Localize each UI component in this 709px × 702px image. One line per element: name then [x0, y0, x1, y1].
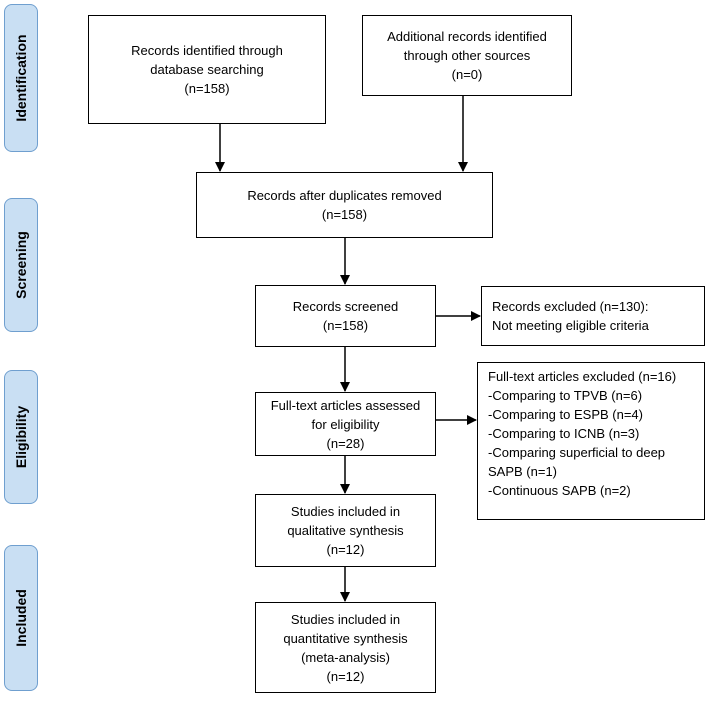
- phase-eligibility: Eligibility: [4, 370, 38, 504]
- box-after-duplicates: Records after duplicates removed (n=158): [196, 172, 493, 238]
- box-database-line-2: database searching: [150, 62, 264, 77]
- box-qualitative-line-2: qualitative synthesis: [287, 523, 404, 538]
- box-database-line-1: Records identified through: [131, 43, 283, 58]
- box-other-sources: Additional records identified through ot…: [362, 15, 572, 96]
- box-screened-line-1: Records screened: [292, 299, 399, 314]
- box-qualitative-line-3: (n=12): [326, 542, 365, 557]
- box-other-line-2: through other sources: [403, 48, 531, 63]
- box-ftexcluded-line-2: -Comparing to TPVB (n=6): [488, 388, 643, 403]
- box-ftexcluded-line-3: -Comparing to ESPB (n=4): [488, 407, 643, 422]
- box-other-line-1: Additional records identified: [387, 29, 547, 44]
- box-excluded-line-2: Not meeting eligible criteria: [492, 318, 649, 333]
- box-full-text-excluded: Full-text articles excluded (n=16) -Comp…: [477, 362, 705, 520]
- box-database-line-3: (n=158): [184, 81, 230, 96]
- phase-included: Included: [4, 545, 38, 691]
- box-ftexcluded-line-5: -Comparing superficial to deep: [488, 445, 666, 460]
- box-screened-line-2: (n=158): [322, 318, 369, 333]
- box-quantitative-synthesis: Studies included in quantitative synthes…: [255, 602, 436, 693]
- box-quantitative-line-3: (meta-analysis): [301, 649, 390, 665]
- box-quantitative-line-2: quantitative synthesis: [283, 630, 408, 646]
- box-fulltext-line-1: Full-text articles assessed: [270, 397, 421, 413]
- box-fulltext-line-3: (n=28): [326, 435, 365, 451]
- box-quantitative-line-1: Studies included in: [290, 611, 401, 627]
- box-ftexcluded-line-6: SAPB (n=1): [488, 464, 558, 479]
- box-fulltext-line-2: for eligibility: [311, 416, 380, 432]
- box-database-searching: Records identified through database sear…: [88, 15, 326, 124]
- box-ftexcluded-line-7: -Continuous SAPB (n=2): [488, 483, 631, 498]
- box-quantitative-line-4: (n=12): [326, 668, 365, 684]
- box-duplicates-line-1: Records after duplicates removed: [247, 188, 442, 203]
- box-full-text-assessed: Full-text articles assessed for eligibil…: [255, 392, 436, 456]
- box-ftexcluded-line-1: Full-text articles excluded (n=16): [488, 369, 677, 384]
- box-excluded-line-1: Records excluded (n=130):: [492, 299, 649, 314]
- box-qualitative-line-1: Studies included in: [290, 504, 401, 519]
- box-records-screened: Records screened (n=158): [255, 285, 436, 347]
- box-qualitative-synthesis: Studies included in qualitative synthesi…: [255, 494, 436, 567]
- phase-identification: Identification: [4, 4, 38, 152]
- phase-screening: Screening: [4, 198, 38, 332]
- box-duplicates-line-2: (n=158): [321, 207, 368, 222]
- box-records-excluded: Records excluded (n=130): Not meeting el…: [481, 286, 705, 346]
- box-ftexcluded-line-4: -Comparing to ICNB (n=3): [488, 426, 640, 441]
- box-other-line-3: (n=0): [451, 67, 483, 82]
